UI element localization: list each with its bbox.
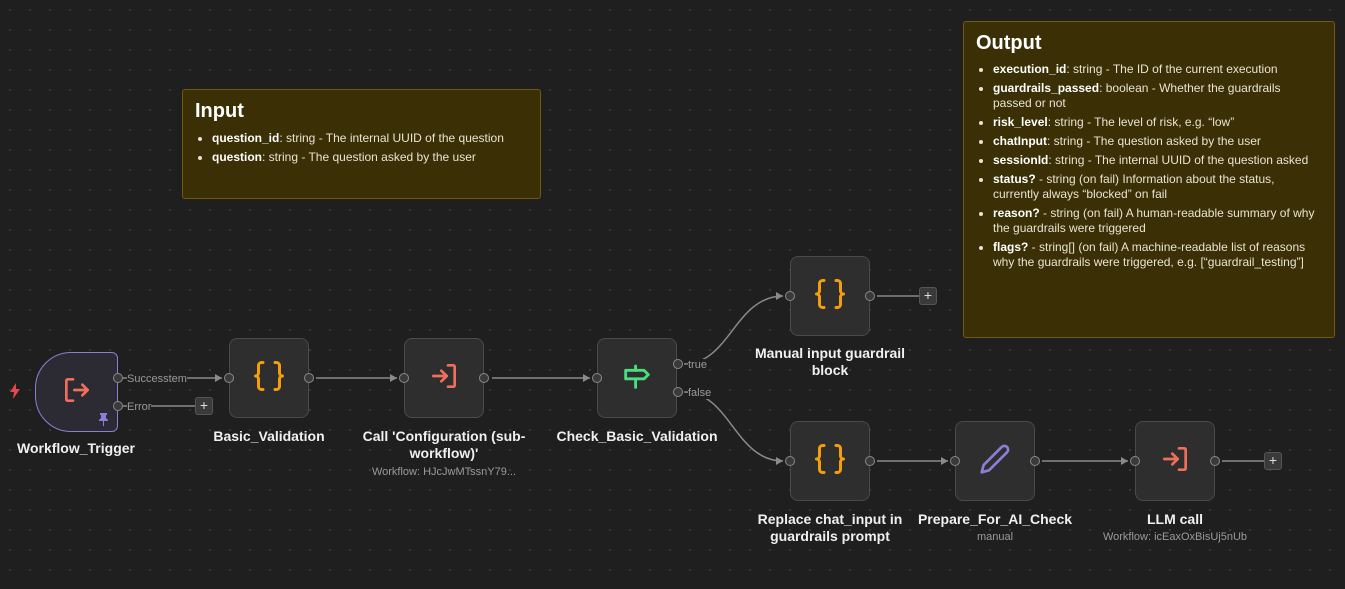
llm-call-output-handle[interactable] [1210,456,1220,466]
trigger-bolt-icon [9,383,21,404]
check-basic-validation-input-handle[interactable] [592,373,602,383]
prepare-input-handle[interactable] [950,456,960,466]
basic-validation-input-handle[interactable] [224,373,234,383]
output-note-item: status? - string (on fail) Information a… [993,172,1316,202]
error-output-label: Error [127,401,152,413]
output-note-item: guardrails_passed: boolean - Whether the… [993,81,1316,111]
replace-chat-input-label: Replace chat_input in guardrails prompt [757,511,903,544]
llm-call-subtitle: Workflow: icEaxOxBisUj5nUb [1102,531,1248,543]
replace-chat-input-node[interactable] [790,421,870,501]
check-false-output-handle[interactable] [673,387,683,397]
sign-in-icon [1159,443,1191,480]
check-basic-validation-label: Check_Basic_Validation [556,428,718,444]
prepare-for-ai-check-subtitle: manual [976,531,1014,543]
replace-chat-input-output-handle[interactable] [865,456,875,466]
output-note-title: Output [976,32,1042,54]
trigger-success-output-handle[interactable] [113,373,123,383]
arrow-head [390,374,397,382]
signpost-icon [620,359,654,398]
arrow-head [215,374,222,382]
call-configuration-label: Call 'Configuration (sub-workflow)' [362,428,526,461]
llm-call-node[interactable] [1135,421,1215,501]
false-output-label: false [688,387,712,399]
arrow-head [776,457,783,465]
add-node-after-error-button[interactable]: + [195,397,213,415]
output-note-item: sessionId: string - The internal UUID of… [993,153,1316,168]
call-configuration-subtitle: Workflow: HJcJwMTssnY79... [371,466,517,478]
output-note-item: execution_id: string - The ID of the cur… [993,62,1316,77]
output-note-item: flags? - string[] (on fail) A machine-re… [993,240,1316,270]
basic-validation-node[interactable] [229,338,309,418]
sign-in-icon [428,360,460,397]
add-node-after-llm-call-button[interactable]: + [1264,452,1282,470]
prepare-output-handle[interactable] [1030,456,1040,466]
manual-input-output-handle[interactable] [865,291,875,301]
pencil-icon [979,443,1011,480]
manual-input-guardrail-label: Manual input guardrail block [754,345,906,378]
curly-braces-icon [812,441,848,482]
llm-call-input-handle[interactable] [1130,456,1140,466]
prepare-for-ai-check-node[interactable] [955,421,1035,501]
check-basic-validation-node[interactable] [597,338,677,418]
call-configuration-input-handle[interactable] [399,373,409,383]
output-note-item: risk_level: string - The level of risk, … [993,115,1316,130]
output-note-item: reason? - string (on fail) A human-reada… [993,206,1316,236]
input-note-list: question_id: string - The internal UUID … [195,131,528,165]
arrow-head [583,374,590,382]
edge-check-false-to-replace [683,391,784,462]
input-sticky-note[interactable]: Input question_id: string - The internal… [182,89,541,199]
trigger-error-output-handle[interactable] [113,401,123,411]
input-note-item: question: string - The question asked by… [212,150,528,165]
output-note-list: execution_id: string - The ID of the cur… [976,62,1322,270]
pin-icon [98,413,109,429]
curly-braces-icon [251,358,287,399]
output-sticky-note[interactable]: Output execution_id: string - The ID of … [963,21,1335,338]
prepare-for-ai-check-label: Prepare_For_AI_Check [917,511,1073,527]
add-node-after-manual-input-button[interactable]: + [919,287,937,305]
workflow-trigger-label: Workflow_Trigger [17,440,135,456]
basic-validation-output-handle[interactable] [304,373,314,383]
manual-input-guardrail-node[interactable] [790,256,870,336]
output-note-item: chatInput: string - The question asked b… [993,134,1316,149]
manual-input-input-handle[interactable] [785,291,795,301]
arrow-head [941,457,948,465]
workflow-trigger-node[interactable] [35,352,118,432]
basic-validation-label: Basic_Validation [213,428,325,444]
call-configuration-output-handle[interactable] [479,373,489,383]
call-configuration-node[interactable] [404,338,484,418]
arrow-head [1121,457,1128,465]
arrow-head [776,292,783,300]
sign-out-icon [61,374,93,411]
input-note-title: Input [195,100,244,122]
check-true-output-handle[interactable] [673,359,683,369]
curly-braces-icon [812,276,848,317]
true-output-label: true [688,359,707,371]
replace-chat-input-input-handle[interactable] [785,456,795,466]
input-note-item: question_id: string - The internal UUID … [212,131,528,146]
success-output-label: Successtem [127,373,187,385]
llm-call-label: LLM call [1146,511,1203,527]
